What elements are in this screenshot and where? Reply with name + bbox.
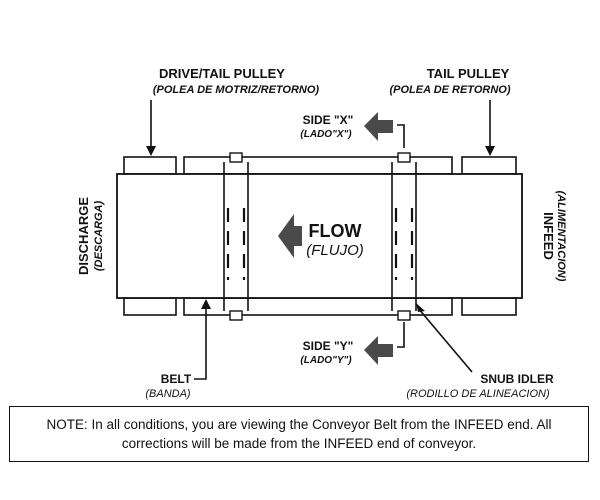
drive-tail-pulley-label: DRIVE/TAIL PULLEY xyxy=(159,66,285,81)
belt-label-es: (BANDA) xyxy=(145,388,191,400)
flow-label-es: (FLUJO) xyxy=(306,242,364,259)
side-y-label: SIDE "Y" xyxy=(303,339,354,353)
infeed-bottom-pulley xyxy=(461,297,517,316)
tail-pulley-pointer xyxy=(485,100,495,156)
discharge-label-group: DISCHARGE (DESCARGA) xyxy=(76,197,105,275)
idler-bearing-bottom-right xyxy=(397,310,411,321)
infeed-label-group: INFEED (ALIMENTACION) xyxy=(541,191,567,282)
idler-roller-right xyxy=(391,162,417,311)
infeed-label-es: (ALIMENTACION) xyxy=(555,191,567,282)
idler-bearing-top-right xyxy=(397,152,411,163)
flow-arrow-icon xyxy=(278,214,302,258)
snub-idler-label: SNUB IDLER xyxy=(480,372,554,386)
note-box: NOTE: In all conditions, you are viewing… xyxy=(9,406,589,462)
discharge-label-es: (DESCARGA) xyxy=(93,201,105,272)
side-x-bracket xyxy=(397,124,405,148)
snub-idler-label-es: (RODILLO DE ALINEACION) xyxy=(406,388,550,400)
side-x-label: SIDE "X" xyxy=(303,113,354,127)
belt-leader-arrow-icon xyxy=(201,299,211,309)
tail-pulley-label-es: (POLEA DE RETORNO) xyxy=(389,84,510,96)
discharge-top-pulley xyxy=(123,156,177,175)
note-line-1: NOTE: In all conditions, you are viewing… xyxy=(46,417,552,432)
side-y-label-es: (LADO"Y") xyxy=(300,355,352,366)
infeed-label: INFEED xyxy=(541,212,556,260)
conveyor-belt xyxy=(116,173,523,299)
idler-bearing-top-left xyxy=(229,152,243,163)
tail-pulley-label: TAIL PULLEY xyxy=(427,66,510,81)
idler-roller-left xyxy=(223,162,249,311)
drive-tail-pulley-pointer xyxy=(146,100,156,156)
drive-tail-pulley-label-es: (POLEA DE MOTRIZ/RETORNO) xyxy=(153,84,320,96)
note-line-2: corrections will be made from the INFEED… xyxy=(121,436,477,451)
discharge-label: DISCHARGE xyxy=(76,197,91,275)
snub-idler-leader-line xyxy=(417,307,473,373)
idler-bearing-bottom-left xyxy=(229,310,243,321)
belt-label: BELT xyxy=(161,372,192,386)
belt-leader-line xyxy=(194,302,207,380)
side-x-arrow-icon xyxy=(364,112,393,141)
snub-idler-arrow-icon xyxy=(416,303,425,312)
side-y-arrow-icon xyxy=(364,336,393,365)
side-y-bracket xyxy=(397,322,405,348)
infeed-top-pulley xyxy=(461,156,517,175)
side-x-label-es: (LADO"X") xyxy=(300,129,352,140)
flow-label: FLOW xyxy=(309,221,362,241)
discharge-bottom-pulley xyxy=(123,297,177,316)
